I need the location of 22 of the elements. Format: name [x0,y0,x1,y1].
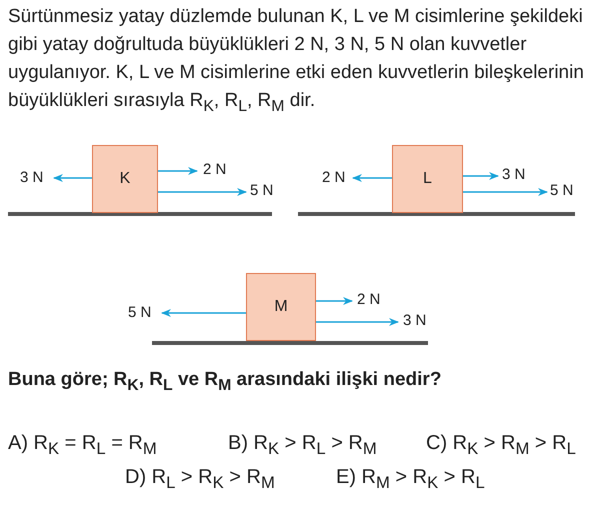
force-label: 2 N [203,162,226,178]
block-letter: L [423,170,432,188]
answer-option: C) R$_{K}$ > R$_{M}$ > R$_{L}$ [426,432,576,458]
answer-option: D) R$_{L}$ > R$_{K}$ > R$_{M}$ [125,466,275,492]
answer-option: A) R$_{K}$ = R$_{L}$ = R$_{M}$ [8,432,157,458]
block [392,145,463,213]
force-label: 5 N [250,183,274,200]
answer-option: B) R$_{K}$ > R$_{L}$ > R$_{M}$ [228,432,377,458]
block-letter: M [274,298,288,316]
problem-text: Sürtünmesiz yatay düzlemde bulunan K, L ve M cisimlerine şekildeki gibi yatay doğrultuda büyüklükleri 2 N, 3 N, 5 N olan kuvvetler uygulanıyor. K, L ve M cisimlerine etki eden kuvvetlerin bileşkelerinin büyüklükleri sırasıyla R$_{K}$, R$_{L}$, R$_{M}$ dir. [8,5,585,117]
force-label: 3 N [20,170,44,186]
question-text: Buna göre; R$_{K}$, R$_{L}$ ve R$_{M}$ arasındaki ilişki nedir? [8,370,442,394]
force-label: 5 N [128,305,152,322]
answer-option: E) R$_{M}$ > R$_{K}$ > R$_{L}$ [336,466,485,492]
block [246,273,316,341]
force-label: 2 N [357,292,380,308]
force-label: 3 N [502,167,526,184]
block [92,145,158,213]
force-label: 5 N [550,183,574,200]
force-label: 3 N [403,313,426,330]
force-label: 2 N [322,170,346,186]
block-letter: K [120,170,130,188]
